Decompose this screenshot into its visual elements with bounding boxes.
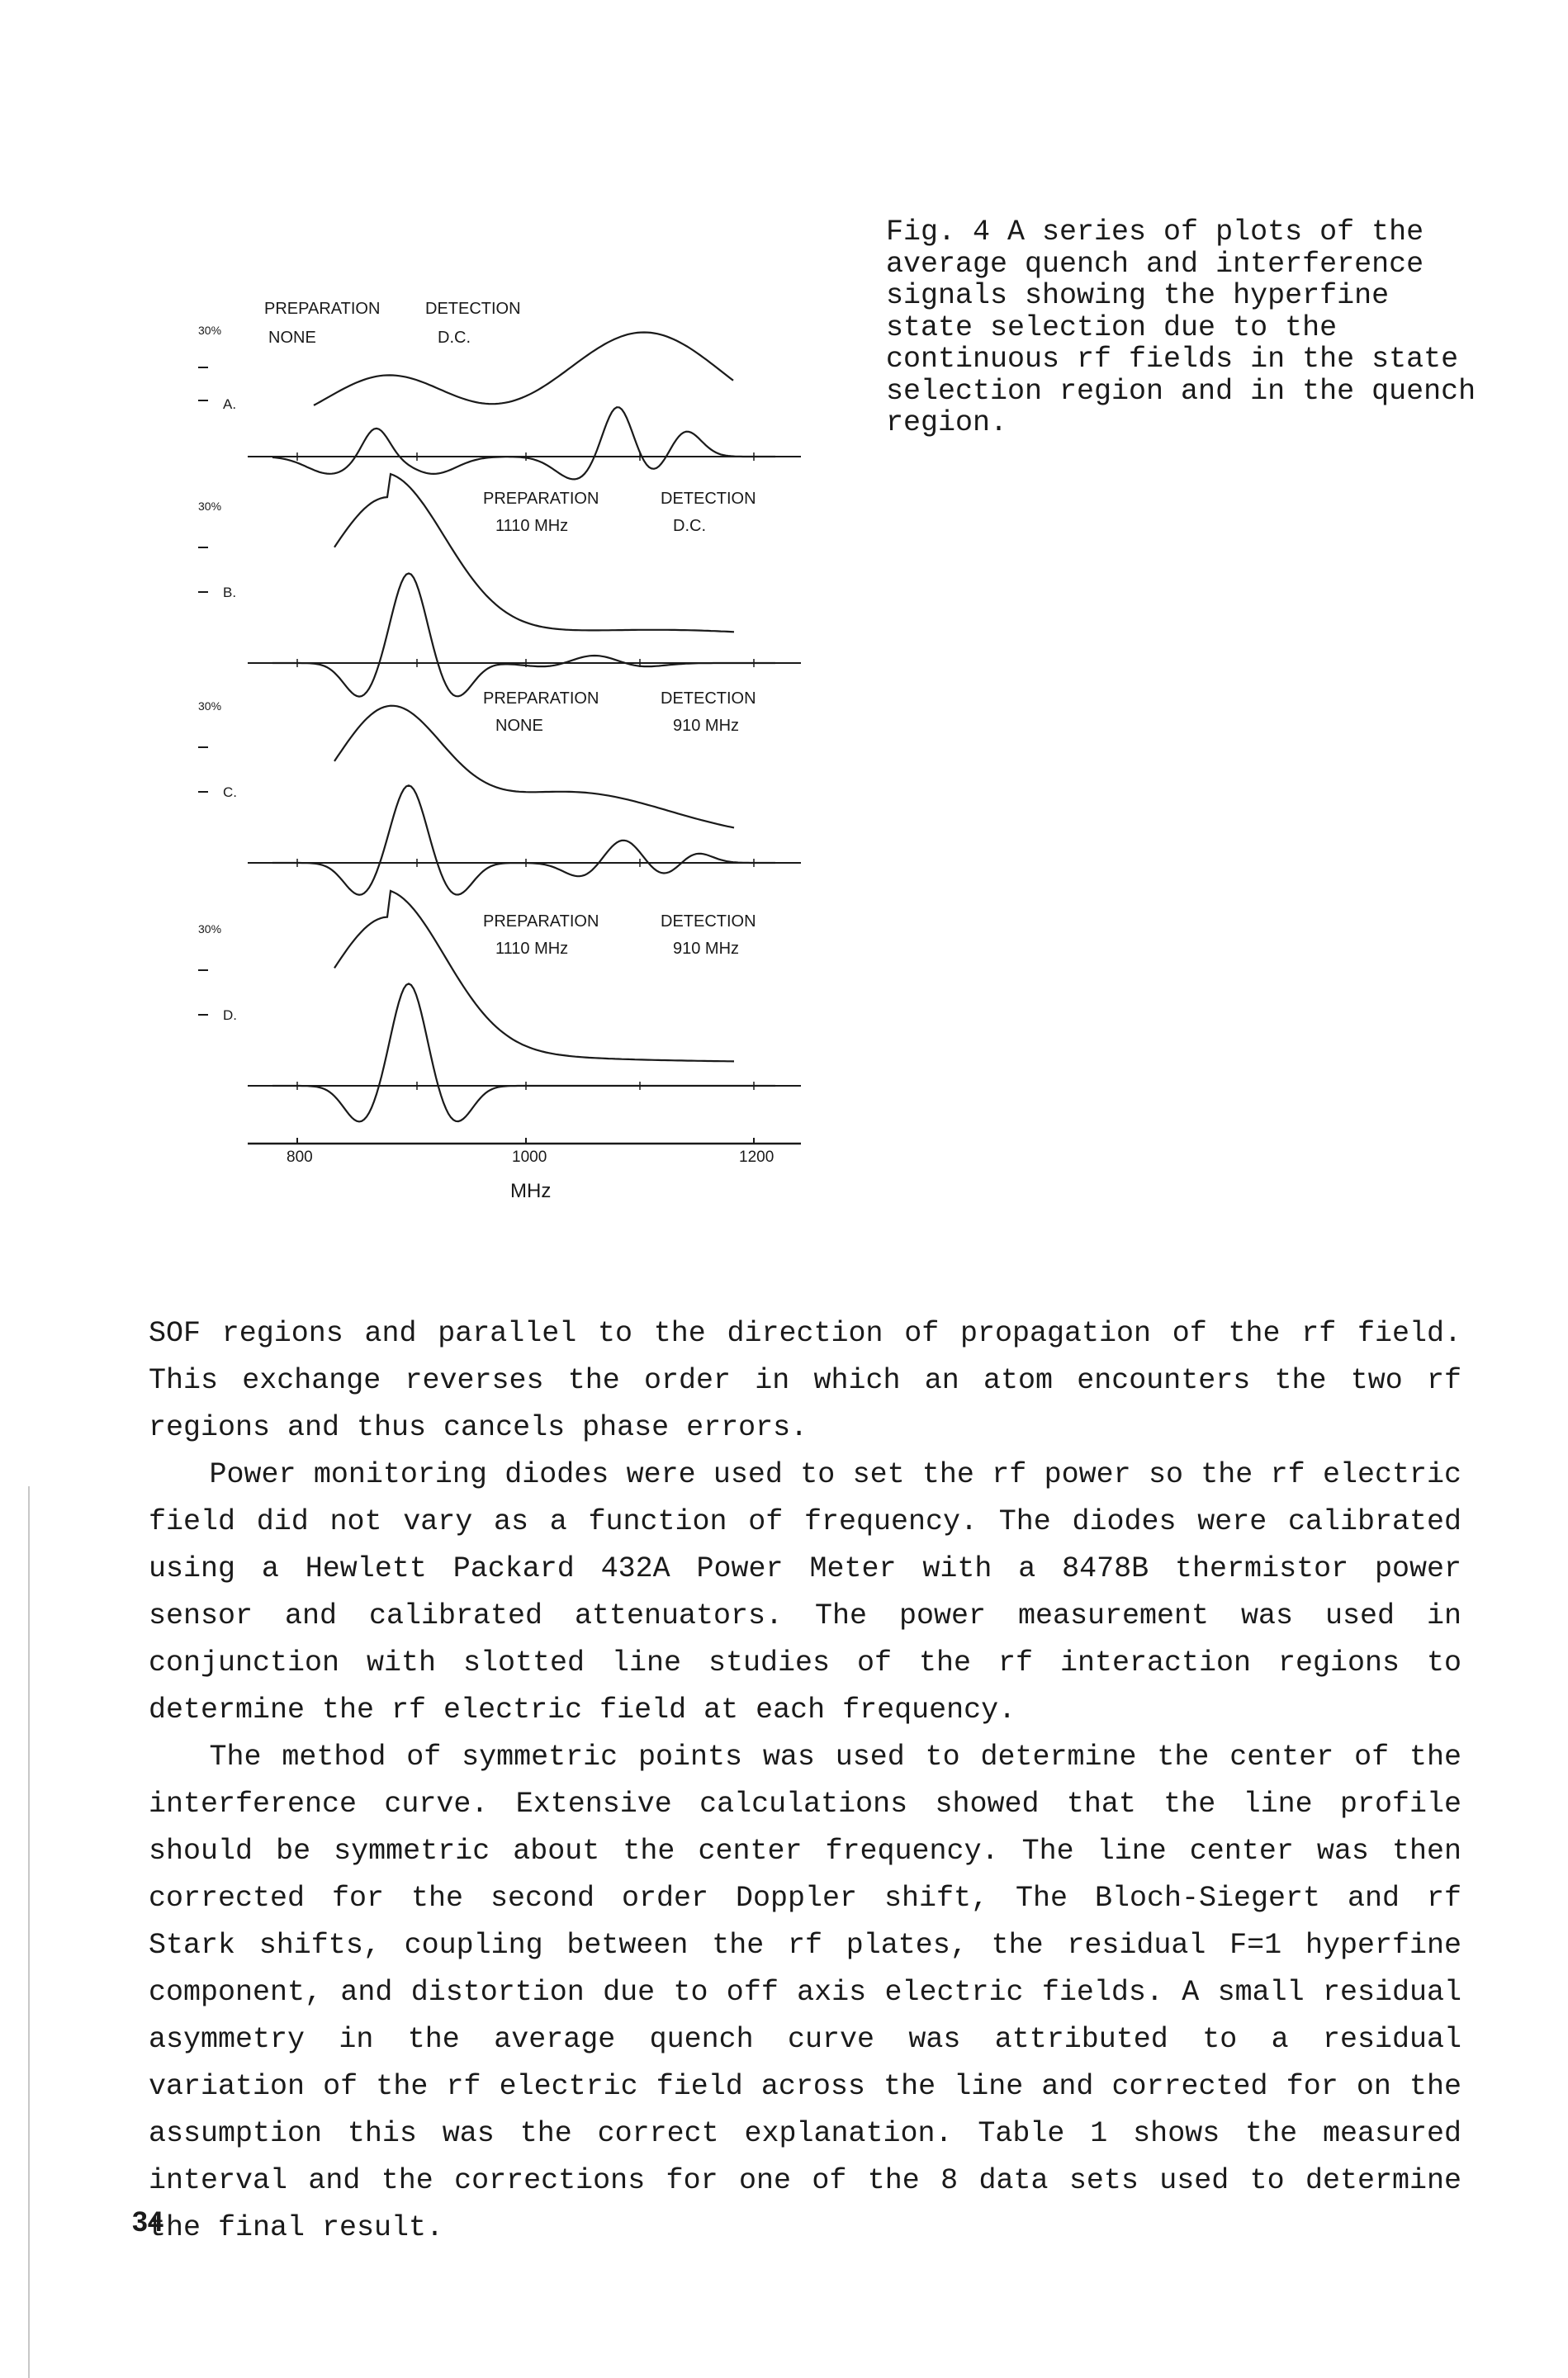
panel-a-prep-value: NONE (268, 329, 316, 347)
panel-a-quench-curve (313, 331, 734, 406)
panel-d-letter: D. (223, 1007, 237, 1023)
page-number: 34 (132, 2206, 163, 2238)
panel-b-det-value: D.C. (673, 517, 706, 535)
body-text: SOF regions and parallel to the directio… (149, 1310, 1461, 2252)
panel-b-det-label: DETECTION (661, 490, 756, 508)
panel-a-det-label: DETECTION (425, 300, 521, 318)
panel-a-prep-label: PREPARATION (264, 300, 380, 318)
panel-c-quench-curve (334, 704, 735, 829)
panel-d-prep-label: PREPARATION (483, 912, 599, 931)
paragraph-1: SOF regions and parallel to the directio… (149, 1317, 1461, 1444)
panel-d-scale-label: 30% (198, 922, 221, 936)
panel-c-det-label: DETECTION (661, 689, 756, 708)
panel-b-prep-value: 1110 MHz (495, 517, 568, 535)
paragraph-2: Power monitoring diodes were used to set… (149, 1458, 1461, 1727)
x-axis: 800 1000 1200 MHz (248, 1138, 801, 1202)
panel-a-scale-label: 30% (198, 324, 221, 337)
x-tick-1200: 1200 (739, 1149, 774, 1166)
figure-4-plots: 30%A.PREPARATIONNONEDETECTIOND.C.30%B.PR… (198, 300, 801, 1202)
panel-d-quench-curve (334, 889, 735, 1063)
panel-c-prep-label: PREPARATION (483, 689, 599, 708)
panel-c-letter: C. (223, 784, 237, 800)
panel-d-interference-curve (272, 983, 775, 1123)
panel-b-quench-curve (334, 472, 735, 633)
panel-c-prep-value: NONE (495, 717, 543, 735)
paragraph-3: The method of symmetric points was used … (149, 1741, 1461, 2244)
scan-margin-line (28, 1486, 30, 2378)
panel-c-det-value: 910 MHz (673, 717, 739, 735)
panel-d-det-value: 910 MHz (673, 940, 739, 958)
panel-a-interference-curve (272, 406, 775, 481)
panel-b-scale-label: 30% (198, 500, 221, 513)
panel-d-prep-value: 1110 MHz (495, 940, 568, 958)
panel-d: 30% D. PREPARATION 1110 MHz DETECTION 910 MHz (198, 889, 801, 1123)
panel-b: 30% B. PREPARATION 1110 MHz DETECTION D.C. (198, 472, 801, 698)
panel-a: 30% A. PREPARATION NONE DETECTION D.C. (198, 300, 801, 481)
panel-c-interference-curve (272, 784, 775, 896)
x-axis-unit: MHz (510, 1180, 551, 1202)
panel-a-letter: A. (223, 396, 236, 412)
panel-c: 30% C. PREPARATION NONE DETECTION 910 MHz (198, 689, 801, 896)
panel-b-interference-curve (272, 572, 775, 698)
panel-b-letter: B. (223, 585, 236, 600)
x-tick-800: 800 (287, 1149, 313, 1166)
panel-a-det-value: D.C. (438, 329, 471, 347)
panel-d-det-label: DETECTION (661, 912, 756, 931)
figure-caption: Fig. 4 A series of plots of the average … (886, 216, 1476, 439)
panel-c-scale-label: 30% (198, 699, 221, 713)
panel-b-prep-label: PREPARATION (483, 490, 599, 508)
x-tick-1000: 1000 (512, 1149, 547, 1166)
